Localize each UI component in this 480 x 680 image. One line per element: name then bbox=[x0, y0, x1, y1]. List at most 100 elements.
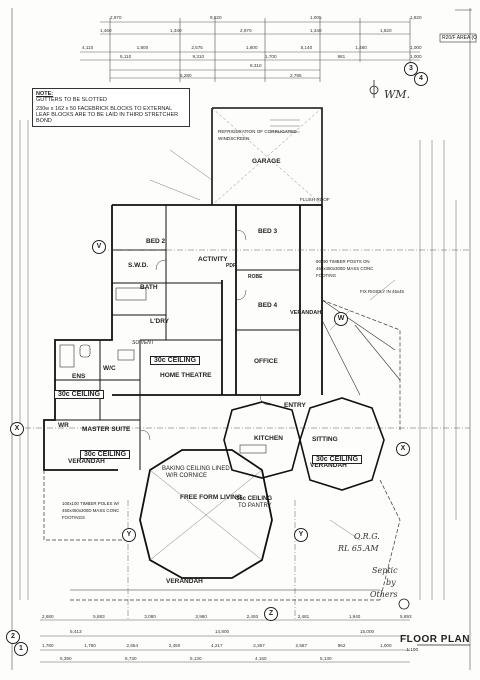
room-ensuite: ENS bbox=[72, 373, 86, 380]
room-entry: ENTRY bbox=[284, 402, 306, 409]
dimension-value: 981 bbox=[337, 54, 346, 59]
room-bed4: BED 4 bbox=[258, 302, 278, 309]
dimension-value: 962 bbox=[337, 643, 346, 648]
dimension-value: 2,795 bbox=[290, 73, 302, 78]
dimension-value: 3,080 bbox=[144, 614, 156, 619]
room-swd: S.W.D. bbox=[128, 262, 149, 269]
label-baking: BAKING CEILING LINED bbox=[162, 466, 230, 472]
room-sitting: SITTING bbox=[312, 436, 338, 443]
label-refrigeration: REFRIGERATION OF CORRUGATED WINDSCREEN bbox=[218, 129, 297, 141]
dimension-value: 1,800 bbox=[246, 45, 258, 50]
dimension-value: 2,367 bbox=[253, 643, 265, 648]
dimension-value: 5,730 bbox=[125, 656, 137, 661]
room-bed2: BED 2 bbox=[146, 238, 166, 245]
grid-marker-z: Z bbox=[264, 607, 278, 621]
dimension-value: 9,820 bbox=[210, 15, 222, 20]
dimension-value: 1,000 bbox=[410, 45, 422, 50]
hand-rl: RL 65.AM bbox=[338, 544, 379, 553]
dimension-value: 4,160 bbox=[255, 656, 267, 661]
marker-4: 4 bbox=[414, 72, 428, 86]
grid-marker-y-left: Y bbox=[122, 528, 136, 542]
ceiling-master: 30c CEILING bbox=[80, 450, 131, 459]
note-item-1: GUTTERS TO BE SLOTTED bbox=[36, 97, 108, 103]
room-garage: GARAGE bbox=[252, 158, 281, 165]
dimension-value: 5,413 bbox=[70, 629, 82, 634]
dimension-value: 5,280 bbox=[180, 73, 192, 78]
dimension-value: 1,800 bbox=[136, 45, 149, 50]
dimension-value: 1,780 bbox=[42, 643, 54, 648]
label-verandah-fix: FIX RIGIDLY IN 45x45 bbox=[360, 289, 405, 294]
floor-plan-title: FLOOR PLAN bbox=[400, 634, 470, 645]
marker-1: 1 bbox=[14, 642, 28, 656]
dimension-value: 5,130 bbox=[320, 656, 332, 661]
dimension-value: 4,110 bbox=[82, 45, 94, 50]
room-free-form-living: FREE FORM LIVING bbox=[180, 494, 242, 501]
room-bath: BATH bbox=[140, 284, 158, 291]
dimension-value: 1,340 bbox=[310, 28, 322, 33]
dimension-value: 2,493 bbox=[246, 614, 259, 619]
hand-by: by bbox=[386, 578, 396, 587]
hand-org: O.R.G. bbox=[354, 532, 380, 541]
dimension-value: 1,340 bbox=[170, 28, 182, 33]
room-bed3: BED 3 bbox=[258, 228, 278, 235]
room-pdr: PDR bbox=[226, 263, 237, 269]
marker-2: 2 bbox=[6, 630, 20, 644]
ceiling-ensuite: 30c CEILING bbox=[54, 390, 105, 399]
dimension-value: 15,000 bbox=[360, 629, 375, 634]
dimension-value: 5,110 bbox=[120, 54, 132, 59]
room-wc: W/C bbox=[103, 365, 116, 372]
area-tag: R20/F AREA (O bbox=[442, 35, 478, 41]
dimension-value: 2,970 bbox=[110, 15, 122, 20]
dimension-value: 1,460 bbox=[355, 45, 367, 50]
grid-marker-y-right: Y bbox=[294, 528, 308, 542]
dimension-value: 14,800 bbox=[215, 629, 230, 634]
room-master-suite: MASTER SUITE bbox=[82, 426, 131, 433]
ceiling-living: 35c CEILING bbox=[236, 496, 273, 502]
label-flush-roof: FLUSH ROOF bbox=[300, 197, 330, 202]
dimension-value: 5,140 bbox=[300, 45, 313, 50]
ceiling-living-sub: TO PANTRY bbox=[238, 503, 272, 509]
hand-septic: Septic bbox=[372, 566, 398, 575]
dimension-value: 2,970 bbox=[240, 28, 252, 33]
dimension-value: 2,450 bbox=[168, 643, 181, 648]
room-verandah-bottom: VERANDAH bbox=[166, 578, 203, 585]
dimension-value: 1,700 bbox=[265, 54, 277, 59]
dimension-value: 9,310 bbox=[192, 54, 205, 59]
floor-plan-scale: 1:100 bbox=[406, 647, 419, 652]
dimension-value: 8,310 bbox=[250, 63, 262, 68]
dimension-value: 1,780 bbox=[84, 643, 96, 648]
dimension-value: 1,005 bbox=[310, 15, 322, 20]
grid-marker-w: W bbox=[334, 312, 348, 326]
marker-3: 3 bbox=[404, 62, 418, 76]
note-item-2: 230w x 162 x 50 FACEBRICK BLOCKS TO EXTE… bbox=[36, 106, 179, 124]
room-verandah-right: VERANDAH bbox=[310, 462, 347, 469]
label-baking-sub: W/R CORNICE bbox=[166, 473, 207, 479]
room-office: OFFICE bbox=[254, 358, 278, 365]
room-verandah-left: VERANDAH bbox=[68, 458, 105, 465]
dimension-value: 1,460 bbox=[100, 28, 112, 33]
room-kitchen: KITCHEN bbox=[254, 435, 283, 442]
ceiling-sitting: 30c CEILING bbox=[312, 455, 363, 464]
dimension-value: 1,940 bbox=[348, 614, 361, 619]
wm-label: WM. bbox=[384, 88, 411, 101]
room-robe: ROBE bbox=[248, 274, 263, 280]
dimension-value: 1,000 bbox=[410, 54, 422, 59]
dimension-value: 5,883 bbox=[93, 614, 105, 619]
dimension-value: 3,980 bbox=[195, 614, 207, 619]
dimension-value: 1,820 bbox=[380, 28, 392, 33]
room-verandah-side: VERANDAH bbox=[290, 310, 322, 316]
label-post-footing: 90x90 TIMBER POSTS ON 450x450x300D MASS … bbox=[316, 259, 374, 278]
notes-heading: NOTE: bbox=[36, 91, 54, 97]
notes-box: NOTE: GUTTERS TO BE SLOTTED 230w x 162 x… bbox=[32, 88, 190, 127]
label-poles-footing: 100x100 TIMBER POLES W/ 450x450x300D MAS… bbox=[62, 501, 120, 520]
dimension-value: 1,000 bbox=[380, 643, 392, 648]
label-so-vent: SO VENT bbox=[132, 340, 154, 346]
room-activity: ACTIVITY bbox=[198, 256, 228, 263]
ceiling-home-theatre: 30c CEILING bbox=[150, 356, 201, 365]
dimension-value: 5,893 bbox=[400, 614, 412, 619]
dimension-value: 2,587 bbox=[295, 643, 308, 648]
dimension-value: 2,481 bbox=[297, 614, 310, 619]
dimension-value: 2,654 bbox=[126, 643, 139, 648]
dimension-value: 4,217 bbox=[211, 643, 223, 648]
